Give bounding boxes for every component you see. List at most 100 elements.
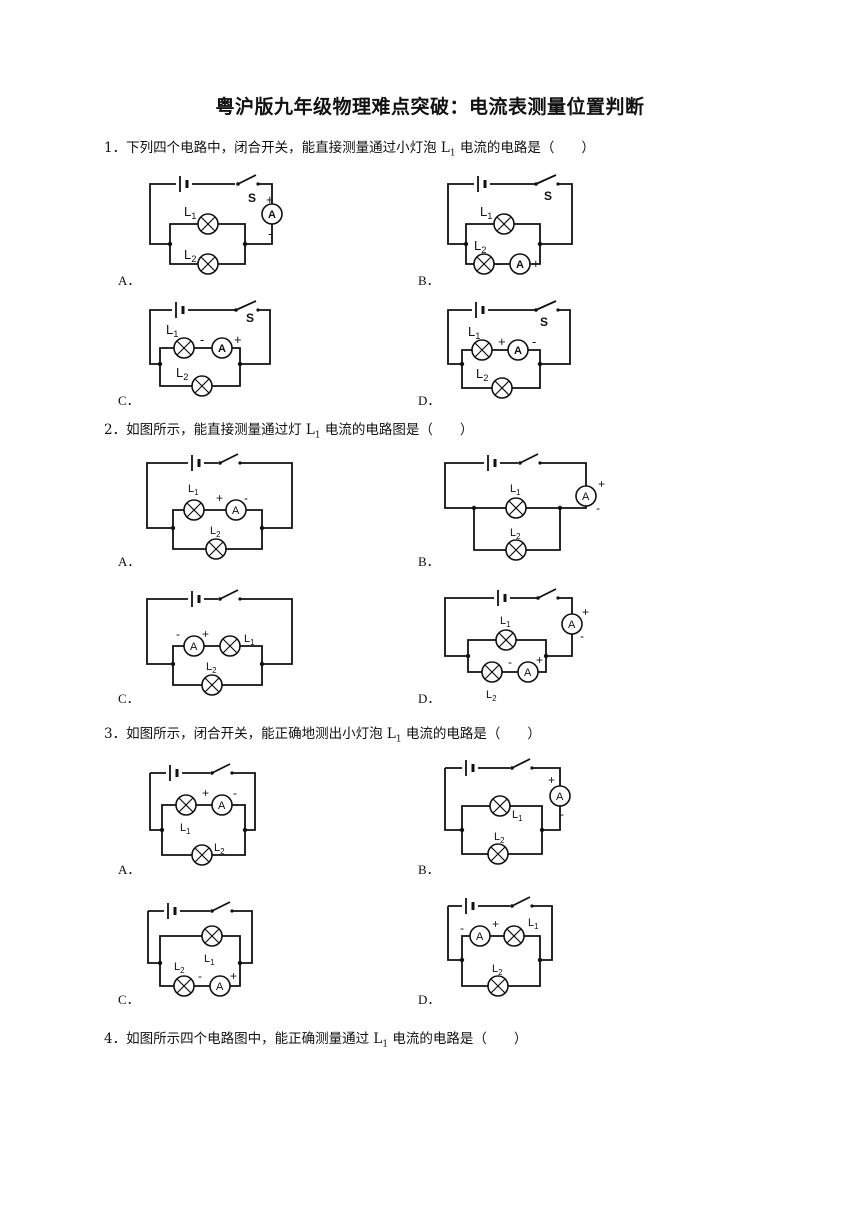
- wire: [558, 597, 573, 614]
- wire: [232, 910, 253, 964]
- minus-terminal-label: -: [198, 969, 202, 983]
- wire: [258, 183, 273, 204]
- lamp-l1-label: L1: [188, 483, 199, 497]
- lamp-subscript: 1: [194, 488, 199, 497]
- ammeter-icon: [575, 485, 597, 507]
- lamp-l2-label: L2: [494, 831, 505, 845]
- switch-label: S: [540, 315, 548, 329]
- question-text-end: 电流的电路图是（ ）: [320, 422, 474, 438]
- option-a[interactable]: A．: [118, 554, 141, 569]
- wire: [149, 773, 162, 831]
- ammeter-icon: [517, 661, 539, 683]
- lamp-l2-label: L2: [476, 366, 488, 383]
- switch-blade: [235, 300, 257, 311]
- option-a[interactable]: A．: [118, 862, 141, 877]
- ammeter-label: A: [218, 800, 226, 812]
- plus-terminal-label: +: [266, 192, 274, 207]
- question-text-end: 电流的电路是（ ）: [388, 1031, 528, 1047]
- switch-blade: [535, 174, 557, 185]
- lamp-cross: [186, 502, 202, 518]
- lamp-cross: [194, 847, 210, 863]
- option-c[interactable]: C．: [118, 992, 140, 1007]
- switch-gap: [212, 908, 232, 914]
- switch-gap: [538, 595, 558, 601]
- junction-dot: [242, 241, 248, 247]
- lamp-l1-label: L1: [180, 822, 191, 836]
- lamp-l1-label: L1: [480, 204, 492, 221]
- question-text: 下列四个电路中，闭合开关，能直接测量通过小灯泡 L: [126, 140, 450, 156]
- junction-dot: [259, 525, 265, 531]
- wire: [444, 462, 492, 509]
- switch-gap: [536, 307, 558, 313]
- switch-blade: [537, 588, 557, 599]
- lamp-l2-label: L2: [210, 525, 221, 539]
- lamp-l1-label: L1: [468, 324, 480, 341]
- lamp-subscript: 2: [191, 254, 196, 264]
- lamp-l2-label: L2: [206, 661, 217, 675]
- lamp-subscript: 2: [216, 530, 220, 539]
- lamp-cross: [490, 978, 506, 994]
- wire: [232, 772, 256, 831]
- lamp-l2-label: L2: [486, 689, 497, 703]
- option-d[interactable]: D．: [418, 691, 441, 706]
- junction-dot: [557, 505, 563, 511]
- plus-terminal-label: +: [532, 256, 540, 271]
- junction-dot: [459, 827, 465, 833]
- ammeter-icon: [225, 499, 247, 521]
- wire: [532, 905, 553, 961]
- battery-gap: [462, 764, 478, 772]
- lamp-l2-label: L2: [176, 365, 188, 382]
- option-b[interactable]: B．: [418, 273, 440, 288]
- lamp-l2-label: L2: [184, 247, 196, 264]
- switch-gap: [512, 765, 532, 771]
- switch-contact: [538, 461, 542, 465]
- question-number: 4．: [104, 1031, 127, 1047]
- option-d[interactable]: D．: [418, 992, 441, 1007]
- option-c[interactable]: C．: [118, 393, 140, 408]
- lamp-subscript: 1: [210, 958, 215, 967]
- switch-gap: [212, 770, 232, 776]
- question-text: 如图所示，闭合开关，能正确地测出小灯泡 L: [126, 726, 396, 742]
- lamp-cross: [496, 216, 512, 232]
- wire: [240, 462, 293, 529]
- junction-dot: [170, 525, 176, 531]
- lamp-l2-label: L2: [492, 963, 503, 977]
- lamp-subscript: 2: [483, 373, 488, 383]
- battery-gap: [484, 459, 500, 467]
- switch-contact: [556, 596, 560, 600]
- lamp-cross: [492, 798, 508, 814]
- lamp-subscript: 1: [186, 827, 191, 836]
- junction-dot: [167, 241, 173, 247]
- lamp-subscript: 2: [183, 372, 188, 382]
- option-b[interactable]: B．: [418, 862, 440, 877]
- option-c[interactable]: C．: [118, 691, 140, 706]
- wire: [146, 598, 195, 665]
- question-1: 1．下列四个电路中，闭合开关，能直接测量通过小灯泡 L1 电流的电路是（ ）: [104, 136, 595, 159]
- lamp-l2-label: L2: [474, 238, 486, 255]
- option-d[interactable]: D．: [418, 393, 441, 408]
- wire: [540, 183, 573, 245]
- subscript: 1: [382, 1039, 389, 1050]
- wire: [149, 309, 184, 365]
- option-a[interactable]: A．: [118, 273, 141, 288]
- junction-dot: [537, 241, 543, 247]
- wire: [532, 767, 561, 786]
- plus-terminal-label: +: [492, 917, 499, 931]
- switch-gap: [220, 460, 240, 466]
- wire: [159, 935, 241, 963]
- wire: [161, 804, 246, 830]
- lamp-subscript: 2: [516, 532, 520, 541]
- lamp-subscript: 1: [173, 329, 178, 339]
- ammeter-label: A: [514, 345, 522, 357]
- minus-terminal-label: -: [580, 629, 584, 643]
- wire: [540, 309, 571, 365]
- switch-blade: [211, 901, 231, 912]
- question-number: 2．: [104, 422, 127, 438]
- option-b[interactable]: B．: [418, 554, 440, 569]
- switch-gap: [238, 181, 258, 187]
- switch-contact: [530, 904, 534, 908]
- wire: [461, 935, 541, 960]
- lamp-cross: [506, 928, 522, 944]
